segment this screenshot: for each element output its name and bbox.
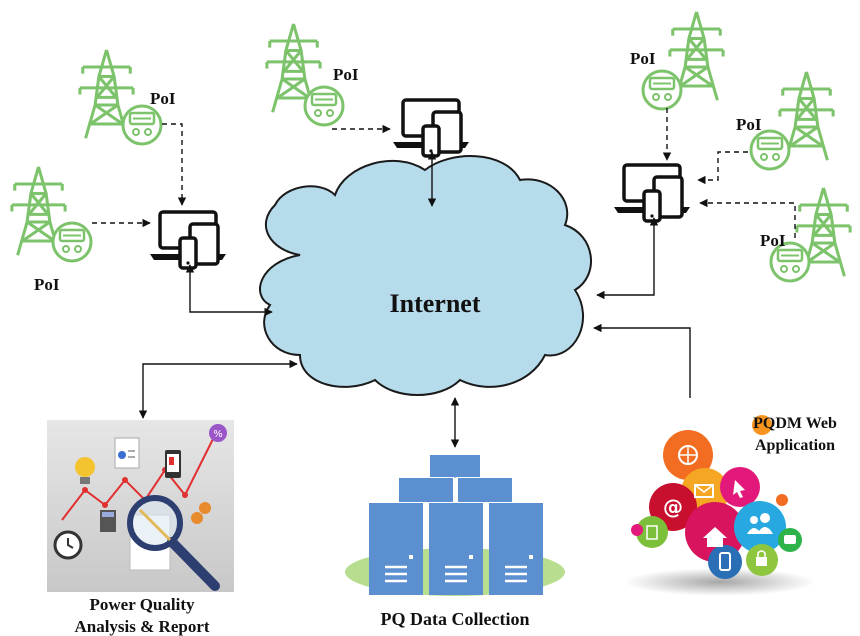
- home-icon: [703, 527, 727, 547]
- webapp-label-line1: PQDM Web: [753, 415, 837, 432]
- power-meter-icon: [749, 129, 791, 171]
- laptop-tablet-phone-icon: [612, 163, 692, 223]
- data-collection-servers: [345, 455, 565, 597]
- webapp-label-line2: Application: [755, 437, 835, 454]
- poi-label: PoI: [760, 231, 786, 250]
- poi-links: [92, 108, 796, 238]
- poi-label: PoI: [333, 65, 359, 84]
- internet-links: [138, 151, 695, 448]
- cursor-icon: [733, 480, 745, 498]
- clipboard-icon: [646, 525, 658, 540]
- document-icon: [114, 437, 140, 469]
- poi-left: PoI: [10, 165, 93, 294]
- laptop-tablet-phone-icon: [148, 210, 228, 270]
- power-meter-icon: [641, 69, 683, 111]
- power-meter-icon: [51, 221, 93, 263]
- collection-label: PQ Data Collection: [381, 609, 530, 629]
- lightbulb-icon: [75, 457, 95, 484]
- poi-top-center: PoI: [265, 22, 359, 127]
- chat-icon: [784, 535, 796, 544]
- server-rack-icon: [487, 501, 545, 597]
- web-application-illustration: @: [620, 398, 850, 618]
- server-rack-icon: [427, 501, 485, 597]
- internet-cloud: Internet: [259, 155, 592, 396]
- people-icon: [747, 513, 773, 534]
- percent-badge-icon: %: [209, 424, 227, 442]
- poi-label: PoI: [736, 115, 762, 134]
- magnifier-icon: [127, 495, 220, 591]
- at-sign-icon: @: [663, 495, 683, 519]
- analysis-label-line1: Power Quality: [90, 595, 195, 614]
- globe-icon: [678, 445, 698, 465]
- calculator-icon: [100, 510, 116, 532]
- poi-label: PoI: [630, 49, 656, 68]
- mail-icon: [694, 484, 714, 498]
- poi-top-left: PoI: [78, 48, 176, 146]
- coins-icon: [191, 502, 211, 524]
- analysis-label-line2: Analysis & Report: [74, 617, 209, 636]
- alarm-clock-icon: [53, 530, 83, 560]
- poi-right-mid: PoI: [736, 70, 835, 171]
- svg-text:%: %: [213, 429, 223, 440]
- poi-label: PoI: [150, 89, 176, 108]
- poi-label: PoI: [34, 275, 60, 294]
- server-rack-icon: [367, 501, 425, 597]
- power-meter-icon: [303, 85, 345, 127]
- poi-right-bottom: PoI: [760, 186, 852, 283]
- analysis-report-illustration: %: [47, 420, 234, 592]
- smartphone-icon: [165, 450, 181, 478]
- laptop-tablet-phone-icon: [391, 98, 471, 158]
- cloud-label: Internet: [390, 289, 481, 318]
- lock-icon: [756, 550, 767, 566]
- phone-icon: [719, 552, 731, 571]
- poi-right-top: PoI: [630, 10, 725, 111]
- power-meter-icon: [121, 104, 163, 146]
